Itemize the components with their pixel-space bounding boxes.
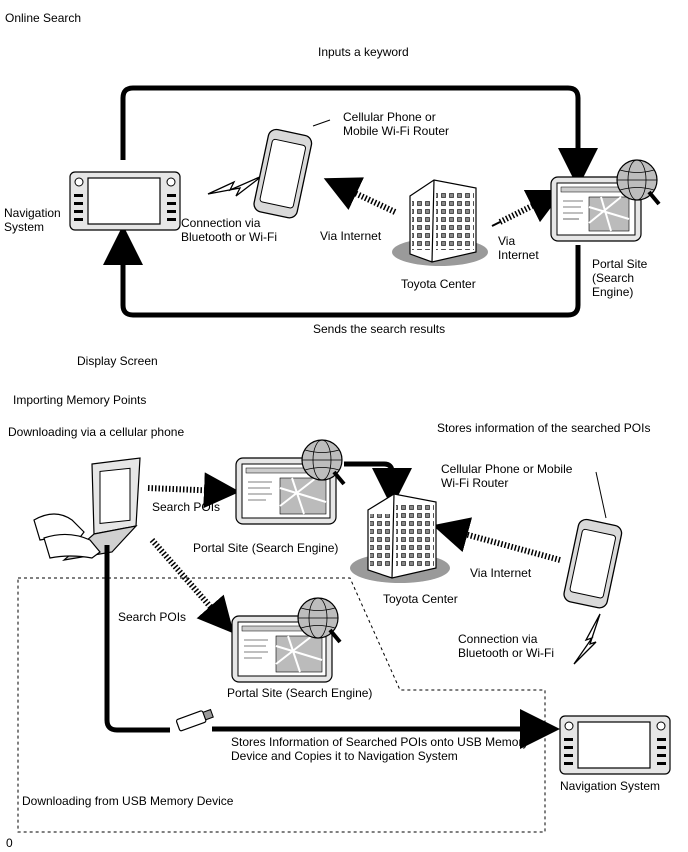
stores-usb-label: Stores Information of Searched POIs onto… <box>231 735 529 763</box>
navigation-system-label: Navigation System <box>4 206 61 234</box>
usb-memory-icon <box>175 708 214 732</box>
connection-label-2: Connection via Bluetooth or Wi-Fi <box>458 632 555 660</box>
via-internet-label-right: Via Internet <box>498 234 539 262</box>
online-search-title: Online Search <box>5 11 82 25</box>
wireless-lightning-icon-2 <box>573 613 601 665</box>
top-loop-arrow <box>103 85 598 318</box>
connection-label: Connection via Bluetooth or Wi-Fi <box>181 216 278 244</box>
cellular-phone-label: Cellular Phone or Mobile Wi-Fi Router <box>343 110 450 138</box>
globe-search-icon-2 <box>301 439 346 486</box>
figure-code: 0 <box>6 836 13 850</box>
navigation-system-icon <box>69 171 181 231</box>
display-screen-label: Display Screen <box>77 354 158 368</box>
usb-download-boundary <box>17 577 546 833</box>
navigation-system-label-2: Navigation System <box>560 779 661 793</box>
sends-results-label: Sends the search results <box>313 322 446 336</box>
cellular-phone-icon-2 <box>563 518 623 609</box>
via-internet-label: Via Internet <box>320 229 382 243</box>
search-pois-label: Search POIs <box>152 500 221 514</box>
inputs-keyword-label: Inputs a keyword <box>318 45 409 59</box>
toyota-center-building-icon-2 <box>350 493 450 583</box>
globe-search-icon-3 <box>297 597 342 644</box>
cellular-phone-icon <box>253 128 313 219</box>
wireless-signal-arrows-2 <box>147 472 561 634</box>
toyota-center-label-2: Toyota Center <box>383 592 458 606</box>
toyota-center-label: Toyota Center <box>401 277 476 291</box>
laptop-computer-icon <box>33 457 141 561</box>
importing-memory-points-title: Importing Memory Points <box>13 393 147 407</box>
downloading-usb-label: Downloading from USB Memory Device <box>22 794 234 808</box>
wireless-lightning-icon <box>207 175 263 197</box>
portal-to-toyota-arrow <box>344 461 412 508</box>
portal-site-label-2: Portal Site (Search Engine) <box>193 541 339 555</box>
portal-site-label: Portal Site (Search Engine) <box>592 257 648 299</box>
stores-info-label: Stores information of the searched POIs <box>437 421 651 435</box>
globe-search-icon <box>616 159 661 206</box>
search-pois-label-2: Search POIs <box>118 610 187 624</box>
portal-site-label-3: Portal Site (Search Engine) <box>227 686 373 700</box>
navigation-system-icon-2 <box>559 715 671 775</box>
downloading-phone-label: Downloading via a cellular phone <box>8 425 185 439</box>
via-internet-label-2: Via Internet <box>470 566 532 580</box>
cellular-phone-label-2: Cellular Phone or Mobile Wi-Fi Router <box>441 462 573 490</box>
toyota-center-building-icon <box>392 179 488 266</box>
portal-site-tablet-icon <box>550 176 642 242</box>
laptop-to-usb-line <box>104 545 170 733</box>
